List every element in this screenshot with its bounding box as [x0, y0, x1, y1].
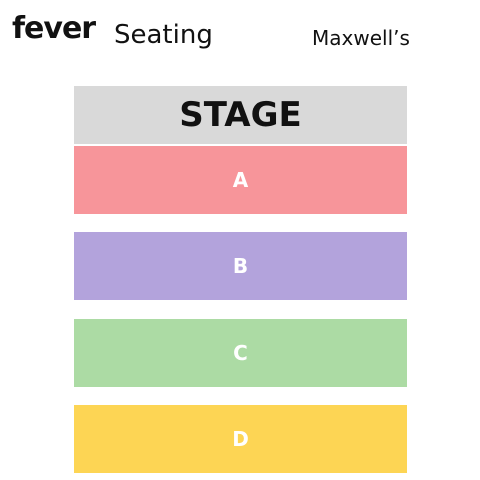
section-b-label: B [232, 254, 249, 278]
fever-logo: fever [12, 11, 96, 46]
section-d[interactable]: D [74, 405, 407, 473]
venue-name: Maxwell’s [312, 26, 410, 50]
section-a-label: A [232, 168, 249, 192]
page-title: Seating [114, 20, 213, 50]
section-b[interactable]: B [74, 232, 407, 300]
section-d-label: D [232, 427, 249, 451]
section-c-label: C [233, 341, 248, 365]
section-a[interactable]: A [74, 146, 407, 214]
stage-label: STAGE [179, 95, 302, 135]
stage-area: STAGE [74, 86, 407, 144]
section-c[interactable]: C [74, 319, 407, 387]
